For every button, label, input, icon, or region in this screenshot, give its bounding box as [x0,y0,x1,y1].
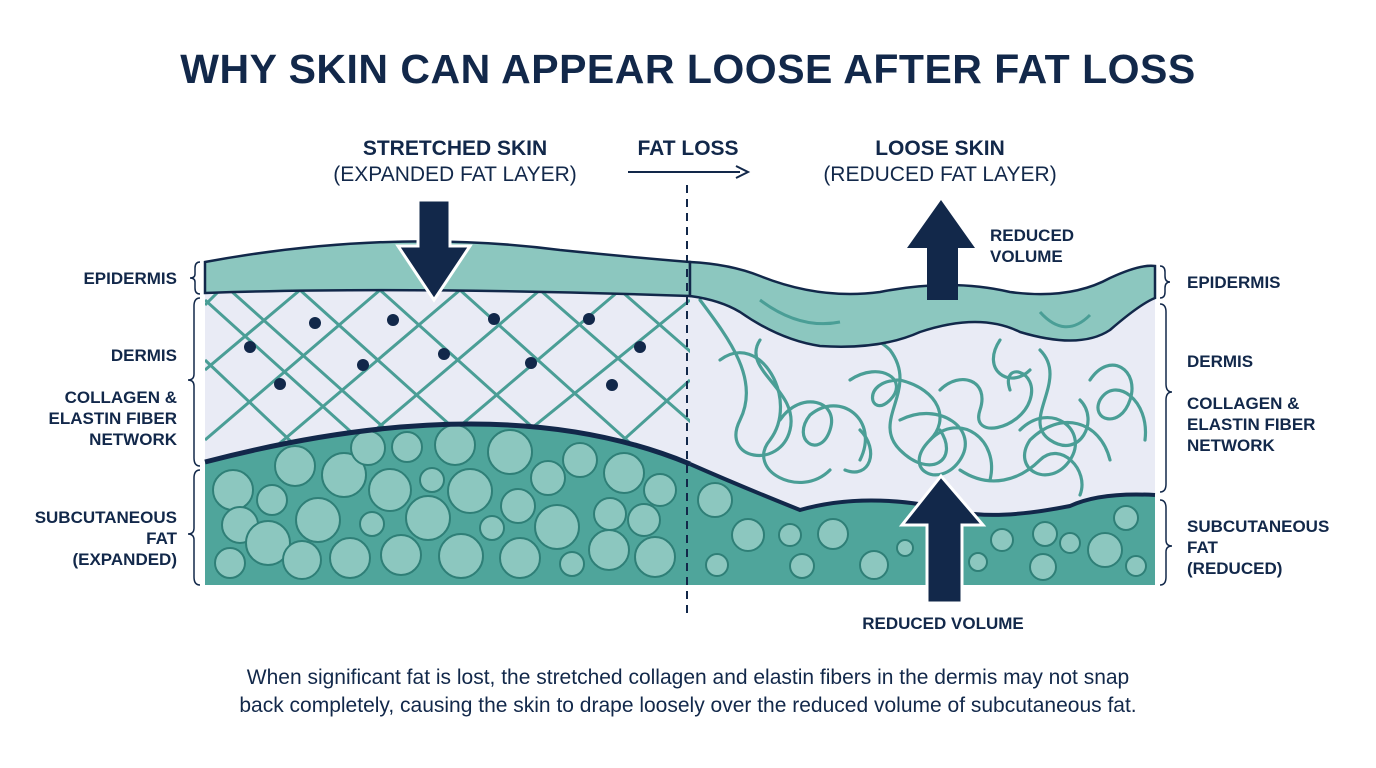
left-fat-line-1: SUBCUTANEOUS [34,508,177,527]
right-fat-line-2: FAT [1187,538,1218,557]
caption-line-2: back completely, causing the skin to dra… [239,694,1137,717]
left-label-dermis: DERMIS [110,346,177,365]
left-label-epidermis: EPIDERMIS [83,269,177,288]
left-fat-line-3: (EXPANDED) [72,550,177,569]
right-header-title: LOOSE SKIN [875,137,1005,160]
reduced-volume-top-line-2: VOLUME [990,247,1063,266]
pressure-down-arrow [395,198,473,303]
left-fiber-line-1: COLLAGEN & [64,388,177,407]
right-label-fiber: COLLAGEN & ELASTIN FIBER NETWORK [1187,393,1357,456]
left-header: STRETCHED SKIN (EXPANDED FAT LAYER) [290,136,620,188]
reduced-volume-bottom-label: REDUCED VOLUME [862,614,1024,633]
right-fiber-line-3: NETWORK [1187,436,1275,455]
left-braces [187,261,201,586]
right-fat-cells [697,482,1147,581]
page-title: WHY SKIN CAN APPEAR LOOSE AFTER FAT LOSS [180,46,1196,92]
right-fat-line-1: SUBCUTANEOUS [1187,517,1330,536]
left-fat-line-2: FAT [146,529,177,548]
right-header: LOOSE SKIN (REDUCED FAT LAYER) [790,136,1090,188]
right-header-subtitle: (REDUCED FAT LAYER) [823,163,1057,186]
left-label-fat: SUBCUTANEOUS FAT (EXPANDED) [7,507,177,570]
right-epidermis [688,260,1157,348]
right-label-epidermis: EPIDERMIS [1187,273,1281,292]
left-header-subtitle: (EXPANDED FAT LAYER) [333,163,577,186]
reduced-volume-top-line-1: REDUCED [990,226,1075,245]
right-label-dermis: DERMIS [1187,352,1254,371]
fat-loss-arrow [628,165,751,179]
right-fiber-line-2: ELASTIN FIBER [1187,415,1316,434]
caption-line-1: When significant fat is lost, the stretc… [246,666,1130,689]
left-label-fiber: COLLAGEN & ELASTIN FIBER NETWORK [7,387,177,450]
right-label-fat: SUBCUTANEOUS FAT (REDUCED) [1187,516,1357,579]
left-header-title: STRETCHED SKIN [362,137,548,160]
caption: When significant fat is lost, the stretc… [0,664,1376,720]
right-fiber-tangle [698,298,1148,497]
left-fiber-line-2: ELASTIN FIBER [48,409,177,428]
left-fat-cells [212,424,677,580]
right-fiber-line-1: COLLAGEN & [1187,394,1300,413]
middle-header: FAT LOSS [608,136,768,162]
reduced-volume-up-arrow [907,200,975,300]
reduced-volume-bottom-arrow [898,473,987,605]
right-braces [1159,265,1173,586]
right-fat-line-3: (REDUCED) [1187,559,1283,578]
fat-loss-label: FAT LOSS [637,137,739,160]
left-fiber-line-3: NETWORK [89,430,177,449]
left-fiber-nodes [244,313,646,391]
reduced-volume-top-label: REDUCED VOLUME [990,225,1110,267]
